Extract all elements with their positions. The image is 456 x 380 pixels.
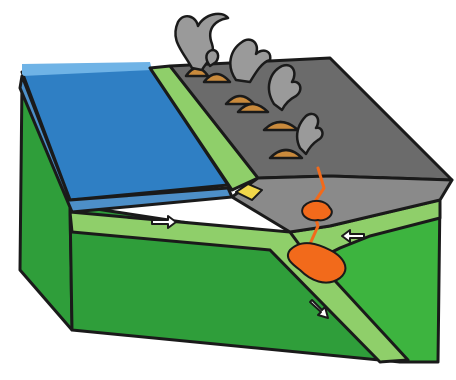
smoke-plume-1 xyxy=(175,14,228,70)
magma-upper xyxy=(302,201,332,220)
